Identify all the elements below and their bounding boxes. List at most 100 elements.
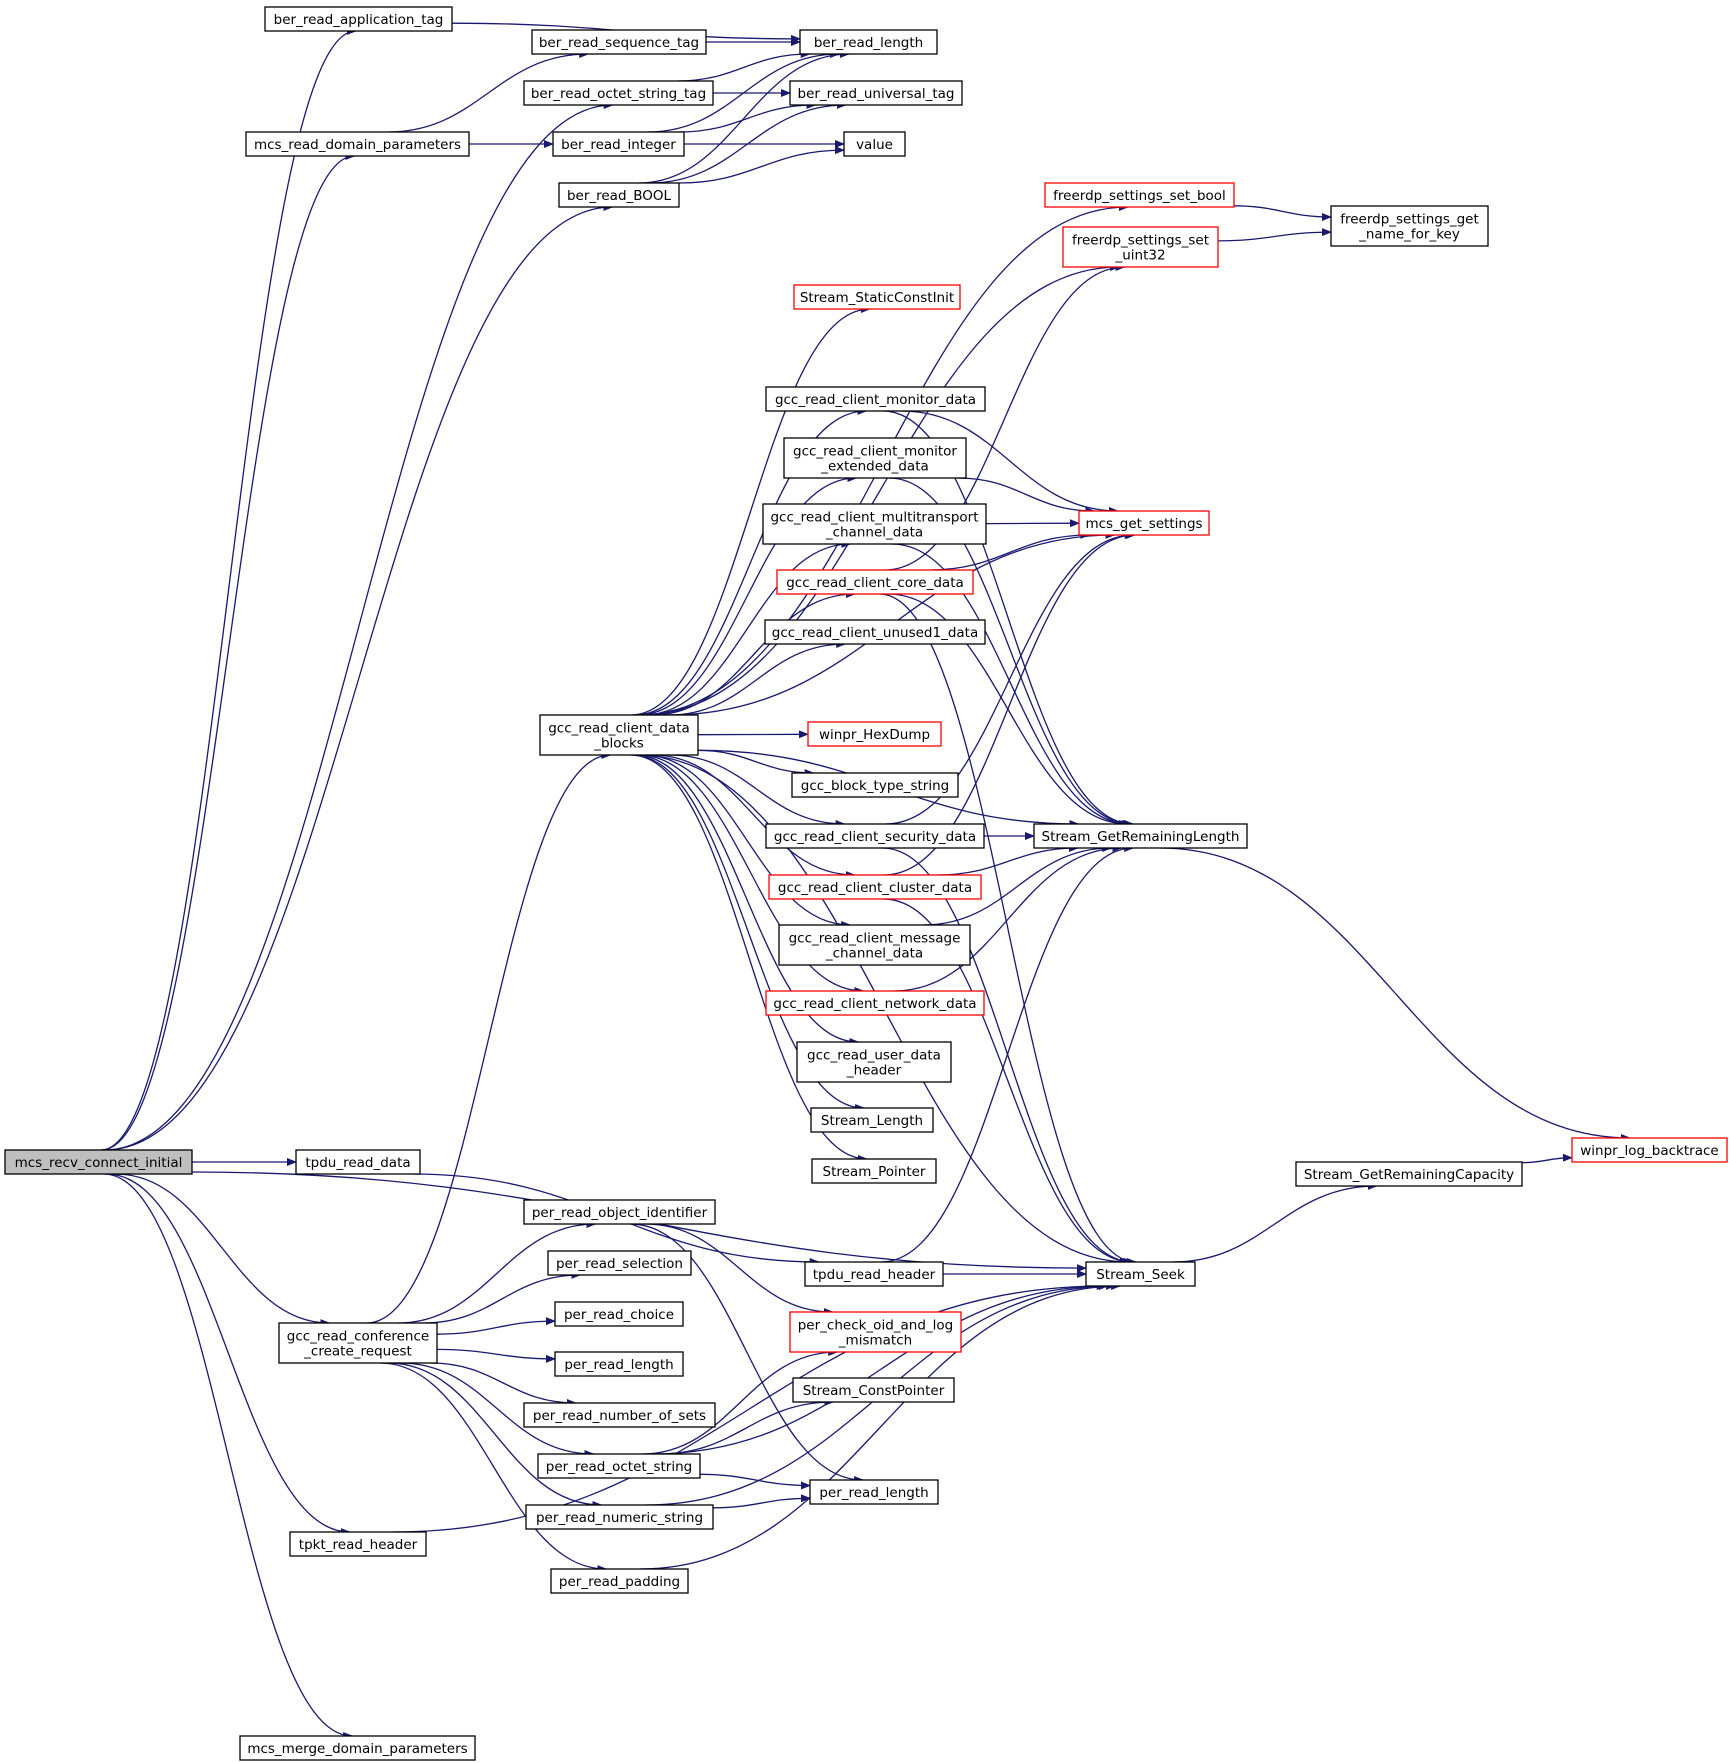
edge-path	[649, 101, 847, 184]
edge-ber-read-bool-to-value	[678, 146, 845, 184]
node-label: gcc_read_client_multitransport	[770, 510, 978, 526]
edge-path	[115, 1173, 331, 1327]
edge-path	[637, 474, 858, 716]
edge-mcs-recv-connect-initial-to-ber-read-application-tag	[101, 27, 357, 1151]
node-per-read-selection[interactable]: per_read_selection	[547, 1250, 692, 1276]
node-mcs-get-settings[interactable]: mcs_get_settings	[1078, 510, 1210, 536]
node-tpdu-read-data[interactable]: tpdu_read_data	[295, 1149, 421, 1175]
node-box	[1044, 182, 1235, 208]
node-label: freerdp_settings_set_bool	[1053, 188, 1226, 204]
node-label: gcc_read_client_monitor	[793, 444, 957, 460]
edge-path	[634, 754, 860, 1046]
node-label: ber_read_universal_tag	[798, 86, 955, 102]
node-stream-seek[interactable]: Stream_Seek	[1085, 1261, 1196, 1287]
node-box	[537, 1453, 701, 1479]
node-per-read-padding[interactable]: per_read_padding	[550, 1568, 689, 1594]
edge-stream-seek-to-stream-getremainingcapacity	[1172, 1182, 1378, 1263]
node-mcs-read-domain-parameters[interactable]: mcs_read_domain_parameters	[245, 131, 470, 157]
node-per-read-length-a[interactable]: per_read_length	[554, 1351, 684, 1377]
node-ber-read-universal-tag[interactable]: ber_read_universal_tag	[789, 80, 963, 106]
edge-path	[103, 1173, 354, 1740]
node-gcc-read-client-network-data[interactable]: gcc_read_client_network_data	[765, 990, 985, 1016]
node-per-read-length-b[interactable]: per_read_length	[809, 1479, 939, 1505]
node-per-read-object-identifier[interactable]: per_read_object_identifier	[523, 1199, 716, 1225]
node-box	[4, 1149, 193, 1175]
node-freerdp-settings-get-name-for-key[interactable]: freerdp_settings_get_name_for_key	[1330, 205, 1489, 247]
edge-ber-read-bool-to-ber-read-universal-tag	[649, 101, 847, 184]
edge-path	[669, 754, 846, 828]
node-ber-read-bool[interactable]: ber_read_BOOL	[558, 182, 680, 208]
node-winpr-log-backtrace[interactable]: winpr_log_backtrace	[1571, 1137, 1728, 1163]
node-stream-pointer[interactable]: Stream_Pointer	[811, 1158, 937, 1184]
node-label: _uint32	[1114, 248, 1165, 264]
node-gcc-read-client-monitor-extended-data[interactable]: gcc_read_client_monitor_extended_data	[783, 437, 967, 479]
node-freerdp-settings-set-uint32[interactable]: freerdp_settings_set_uint32	[1062, 226, 1219, 268]
edge-gcc-read-client-security-data-to-mcs-get-settings	[885, 531, 1135, 825]
edge-path	[366, 751, 612, 1324]
node-label: gcc_read_client_message	[789, 931, 961, 947]
node-ber-read-octet-string-tag[interactable]: ber_read_octet_string_tag	[523, 80, 714, 106]
node-stream-getremaininglength[interactable]: Stream_GetRemainingLength	[1033, 823, 1248, 849]
node-box	[239, 1735, 476, 1761]
node-per-read-numeric-string[interactable]: per_read_numeric_string	[525, 1504, 714, 1530]
node-gcc-read-client-message-channel-data[interactable]: gcc_read_client_message_channel_data	[778, 924, 971, 966]
node-gcc-read-client-core-data[interactable]: gcc_read_client_core_data	[776, 569, 974, 595]
node-ber-read-length[interactable]: ber_read_length	[799, 29, 938, 55]
edge-mcs-recv-connect-initial-to-tpkt-read-header	[106, 1173, 351, 1536]
node-tpkt-read-header[interactable]: tpkt_read_header	[289, 1531, 427, 1557]
node-stream-getremainingcapacity[interactable]: Stream_GetRemainingCapacity	[1295, 1161, 1523, 1187]
node-gcc-read-user-data-header[interactable]: gcc_read_user_data_header	[796, 1041, 952, 1083]
node-stream-constpointer[interactable]: Stream_ConstPointer	[792, 1377, 955, 1403]
node-box	[1085, 1261, 1196, 1287]
edge-gcc-read-client-data-blocks-to-stream-length	[632, 754, 866, 1112]
node-stream-staticconstinit[interactable]: Stream_StaticConstInit	[793, 284, 961, 310]
edge-mcs-recv-connect-initial-to-mcs-read-domain-parameters	[101, 152, 356, 1151]
edge-gcc-read-client-core-data-to-mcs-get-settings	[929, 531, 1091, 571]
node-box	[523, 80, 714, 106]
node-gcc-block-type-string[interactable]: gcc_block_type_string	[791, 772, 959, 798]
node-box	[789, 80, 963, 106]
node-value[interactable]: value	[843, 131, 906, 157]
edge-path	[882, 410, 1135, 828]
node-gcc-read-client-unused1-data[interactable]: gcc_read_client_unused1_data	[764, 619, 986, 645]
node-box	[539, 714, 699, 756]
node-label: gcc_read_client_network_data	[773, 996, 976, 1012]
node-per-read-number-of-sets[interactable]: per_read_number_of_sets	[523, 1402, 716, 1428]
node-per-check-oid-and-log-mismatch[interactable]: per_check_oid_and_log_mismatch	[789, 1311, 962, 1353]
node-box	[554, 1301, 684, 1327]
node-gcc-read-client-monitor-data[interactable]: gcc_read_client_monitor_data	[765, 386, 986, 412]
node-box	[525, 1504, 714, 1530]
node-mcs-recv-connect-initial[interactable]: mcs_recv_connect_initial	[4, 1149, 193, 1175]
edge-path	[630, 1223, 865, 1484]
edge-path	[638, 754, 865, 995]
node-gcc-read-client-cluster-data[interactable]: gcc_read_client_cluster_data	[768, 874, 982, 900]
node-box	[765, 386, 986, 412]
node-gcc-read-conference-create-request[interactable]: gcc_read_conference_create_request	[278, 1322, 438, 1364]
node-gcc-read-client-security-data[interactable]: gcc_read_client_security_data	[765, 823, 985, 849]
node-per-read-choice[interactable]: per_read_choice	[554, 1301, 684, 1327]
node-box	[1033, 823, 1248, 849]
node-label: Stream_Seek	[1096, 1267, 1185, 1283]
node-ber-read-sequence-tag[interactable]: ber_read_sequence_tag	[531, 29, 707, 55]
node-gcc-read-client-data-blocks[interactable]: gcc_read_client_data_blocks	[539, 714, 699, 756]
edge-path	[678, 146, 845, 184]
node-ber-read-integer[interactable]: ber_read_integer	[552, 131, 685, 157]
edge-path	[1172, 1182, 1378, 1263]
node-mcs-merge-domain-parameters[interactable]: mcs_merge_domain_parameters	[239, 1735, 476, 1761]
node-stream-length[interactable]: Stream_Length	[810, 1107, 934, 1133]
node-ber-read-application-tag[interactable]: ber_read_application_tag	[264, 6, 453, 32]
edge-gcc-read-conference-create-request-to-gcc-read-client-data-blocks	[366, 751, 612, 1324]
node-label: _name_for_key	[1358, 227, 1460, 243]
node-tpdu-read-header[interactable]: tpdu_read_header	[804, 1261, 944, 1287]
edge-gcc-read-client-cluster-data-to-mcs-get-settings	[883, 531, 1137, 876]
node-per-read-octet-string[interactable]: per_read_octet_string	[537, 1453, 701, 1479]
edge-gcc-read-client-data-blocks-to-freerdp-settings-set-uint32	[640, 263, 1121, 716]
node-freerdp-settings-set-bool[interactable]: freerdp_settings_set_bool	[1044, 182, 1235, 208]
edge-gcc-read-conference-create-request-to-per-read-selection	[423, 1271, 582, 1324]
edge-freerdp-settings-set-uint32-to-freerdp-settings-get-name-for-key	[1217, 228, 1332, 242]
edge-mcs-read-domain-parameters-to-ber-read-sequence-tag	[388, 50, 590, 133]
edge-path	[106, 1173, 351, 1536]
node-gcc-read-client-multitransport-channel-data[interactable]: gcc_read_client_multitransport_channel_d…	[762, 503, 987, 545]
node-label: per_read_object_identifier	[532, 1205, 708, 1221]
node-winpr-hexdump[interactable]: winpr_HexDump	[807, 721, 942, 747]
